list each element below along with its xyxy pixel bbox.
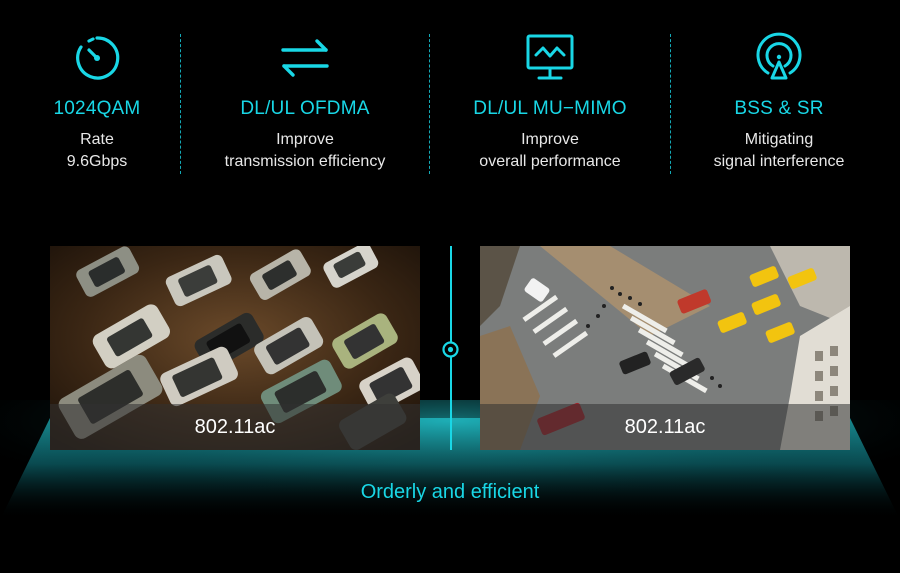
feature-title: BSS & SR [734,98,824,119]
caption-bar [50,404,420,450]
feature-desc-line: Improve [276,131,334,148]
feature-description: Improve transmission efficiency [205,129,405,173]
feature-1024qam: 1024QAM Rate 9.6Gbps [0,30,197,173]
caption-bar [480,404,850,450]
feature-desc-line: Rate [80,131,114,148]
feature-desc-line: overall performance [479,153,621,170]
monitor-chart-icon [522,30,578,86]
orderly-intersection-photo: 802.11ac [480,246,850,450]
feature-desc-line: Improve [521,131,579,148]
swap-arrows-icon [277,30,333,86]
feature-title: 1024QAM [53,98,141,119]
feature-desc-line: signal interference [713,153,845,170]
feature-description: Mitigating signal interference [679,129,879,173]
feature-row: 1024QAM Rate 9.6Gbps DL/UL OFDMA Improve… [0,0,900,200]
speedometer-icon [69,30,125,86]
feature-description: Rate 9.6Gbps [0,129,197,173]
left-caption: 802.11ac [194,416,276,438]
feature-description: Improve overall performance [450,129,650,173]
dashed-divider [429,34,430,174]
divider-knob-icon [442,341,459,358]
feature-mu-mimo: DL/UL MU−MIMO Improve overall performanc… [450,30,650,173]
traffic-jam-photo: 802.11ac [50,246,420,450]
feature-ofdma: DL/UL OFDMA Improve transmission efficie… [205,30,405,173]
dashed-divider [180,34,181,174]
right-caption: 802.11ac [624,416,706,438]
feature-desc-line: Mitigating [744,131,814,148]
orderly-label: Orderly and efficient [360,481,540,503]
signal-radar-icon [751,30,807,86]
feature-title: DL/UL OFDMA [240,98,370,119]
feature-title: DL/UL MU−MIMO [473,98,627,119]
feature-bss-sr: BSS & SR Mitigating signal interference [679,30,879,173]
feature-desc-line: 9.6Gbps [66,153,128,170]
feature-desc-line: transmission efficiency [224,153,386,170]
dashed-divider [670,34,671,174]
